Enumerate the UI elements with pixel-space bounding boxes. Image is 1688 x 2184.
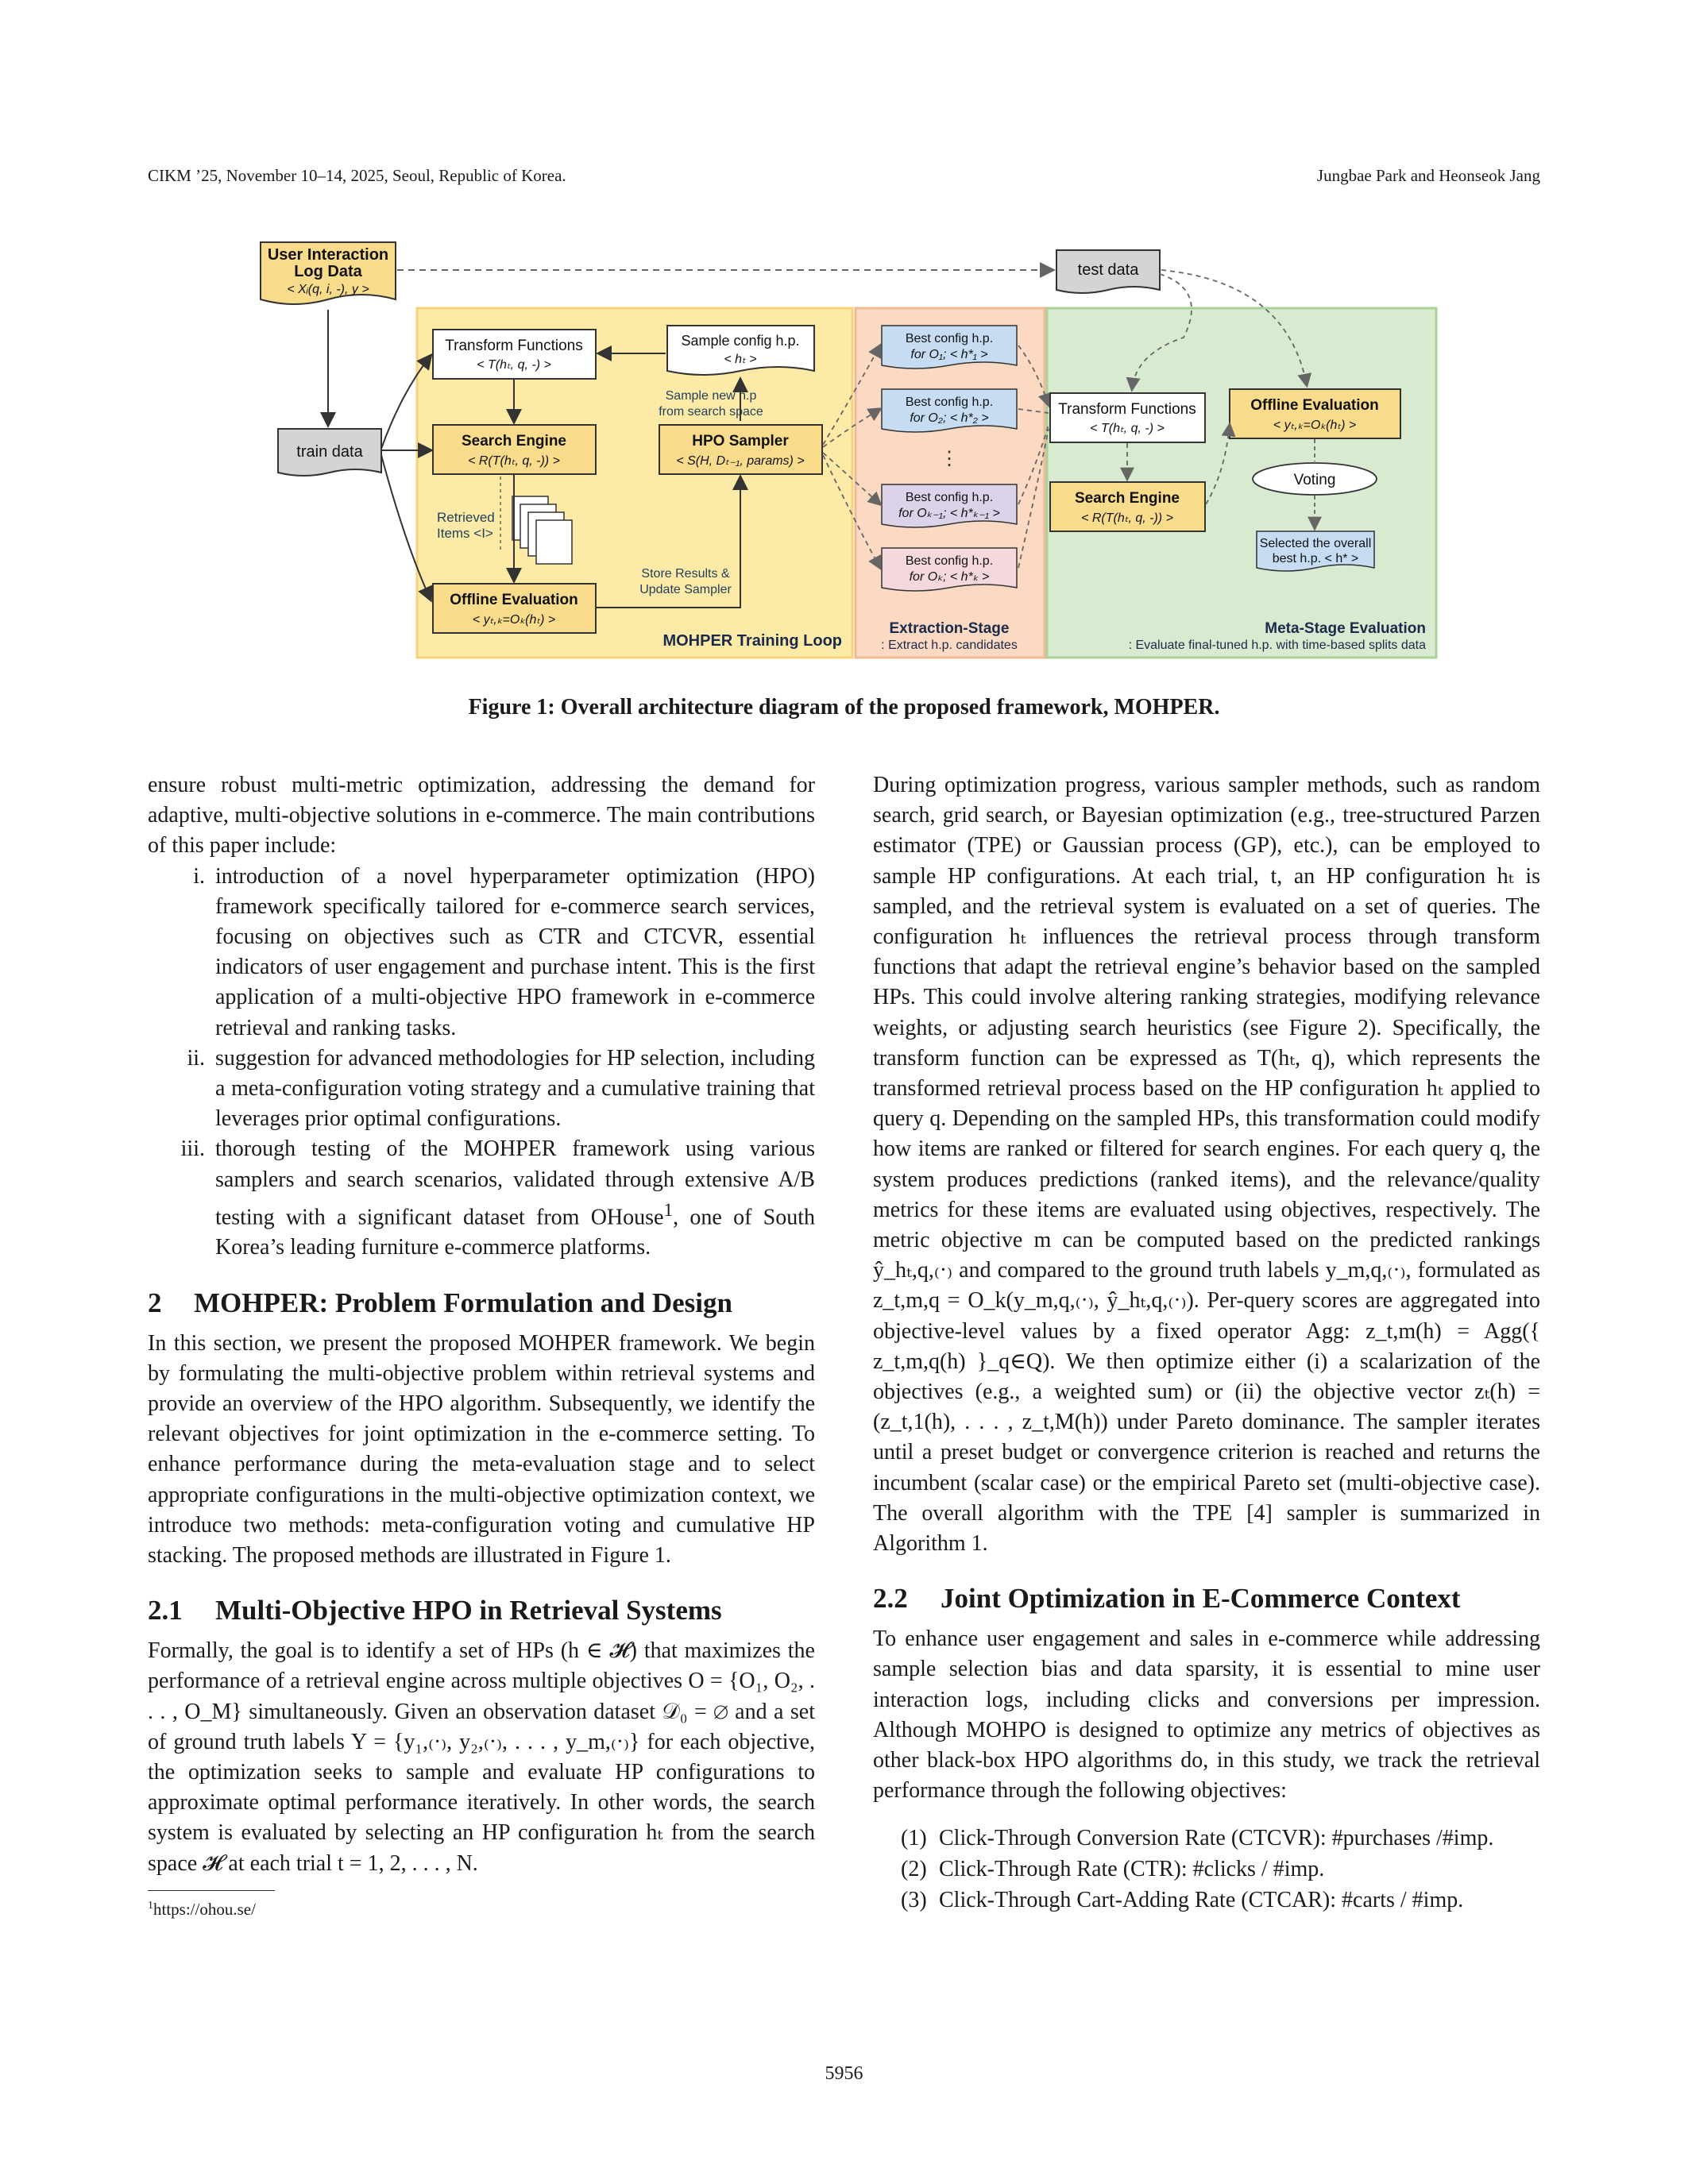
list-item: (2)Click-Through Rate (CTR): #clicks / #… [901, 1856, 1325, 1881]
svg-text:< R(T(hₜ, q, -)) >: < R(T(hₜ, q, -)) > [1081, 511, 1173, 525]
joint-optimization-paragraph: To enhance user engagement and sales in … [873, 1626, 1540, 1804]
train-data-node: train data [277, 428, 382, 477]
svg-text:Selected the overall: Selected the overall [1260, 537, 1372, 550]
svg-text:Sample config h.p.: Sample config h.p. [681, 333, 799, 349]
svg-text:for Oₖ; < h*ₖ >: for Oₖ; < h*ₖ > [910, 570, 990, 584]
sample-config-node: Sample config h.p. < hₜ > [666, 325, 815, 376]
svg-text:test data: test data [1078, 261, 1140, 279]
svg-text:train data: train data [296, 443, 363, 461]
list-item: i.introduction of a novel hyperparameter… [193, 863, 815, 1040]
right-column: During optimization progress, various sa… [873, 770, 1540, 1916]
svg-text:Meta-Stage Evaluation: Meta-Stage Evaluation [1265, 620, 1426, 637]
voting-node: Voting [1252, 462, 1377, 496]
footnote-link[interactable]: https://ohou.se/ [153, 1899, 256, 1919]
svg-text:for O₁; < h*₁ >: for O₁; < h*₁ > [910, 348, 987, 361]
svg-text:best h.p. < h* >: best h.p. < h* > [1273, 552, 1359, 565]
svg-text:Best config h.p.: Best config h.p. [906, 332, 993, 345]
footnote-marker[interactable]: 1 [663, 1199, 674, 1221]
svg-text:< S(H, Dₜ₋₁, params) >: < S(H, Dₜ₋₁, params) > [676, 454, 804, 468]
section-paragraph: In this section, we present the proposed… [148, 1330, 815, 1568]
svg-text:for Oₖ₋₁; < h*ₖ₋₁ >: for Oₖ₋₁; < h*ₖ₋₁ > [898, 507, 1000, 520]
svg-text:Retrieved: Retrieved [437, 510, 495, 525]
svg-text:< T(hₜ, q, -) >: < T(hₜ, q, -) > [477, 358, 551, 372]
best-config-box-3: Best config h.p. for Oₖ₋₁; < h*ₖ₋₁ > [881, 484, 1018, 528]
running-header-authors: Jungbae Park and Heonseok Jang [1316, 166, 1540, 185]
svg-text:Best config h.p.: Best config h.p. [906, 554, 993, 568]
svg-text:: Extract h.p. candidates: : Extract h.p. candidates [881, 639, 1018, 652]
svg-text:Store Results &: Store Results & [641, 567, 729, 581]
intro-paragraph: ensure robust multi-metric optimization,… [148, 773, 815, 859]
svg-text:Extraction-Stage: Extraction-Stage [890, 620, 1010, 637]
svg-text:Voting: Voting [1294, 472, 1336, 488]
retrieved-items-stack [512, 496, 573, 565]
svg-text:for O₂; < h*₂ >: for O₂; < h*₂ > [910, 411, 988, 425]
objectives-list: (1)Click-Through Conversion Rate (CTCVR)… [873, 1823, 1540, 1916]
svg-text:Transform Functions: Transform Functions [1058, 401, 1196, 418]
svg-text:Log Data: Log Data [294, 263, 362, 280]
svg-text:Best config h.p.: Best config h.p. [906, 491, 993, 504]
architecture-figure: User Interaction Log Data < Xᵢ(q, i, -),… [254, 234, 1446, 667]
svg-text:Search Engine: Search Engine [1075, 490, 1180, 507]
svg-text:Transform Functions: Transform Functions [445, 338, 583, 354]
figure-caption: Figure 1: Overall architecture diagram o… [468, 695, 1220, 720]
best-config-box-1: Best config h.p. for O₁; < h*₁ > [881, 325, 1018, 369]
svg-text:Update Sampler: Update Sampler [639, 583, 732, 596]
hpo-sampler-box: HPO Sampler < S(H, Dₜ₋₁, params) > [659, 424, 823, 475]
svg-text:< Xᵢ(q, i, -), y >: < Xᵢ(q, i, -), y > [287, 283, 369, 296]
svg-text:< R(T(hₜ, q, -)) >: < R(T(hₜ, q, -)) > [468, 454, 560, 468]
best-config-box-2: Best config h.p. for O₂; < h*₂ > [881, 388, 1018, 433]
svg-text:HPO Sampler: HPO Sampler [692, 433, 789, 450]
svg-text:Offline Evaluation: Offline Evaluation [1250, 397, 1379, 414]
running-header-venue: CIKM ’25, November 10–14, 2025, Seoul, R… [148, 166, 566, 185]
optimization-paragraph: During optimization progress, various sa… [873, 773, 1540, 1557]
search-engine-box: Search Engine < R(T(hₜ, q, -)) > [432, 424, 597, 475]
user-log-data-node: User Interaction Log Data < Xᵢ(q, i, -),… [260, 241, 396, 305]
contributions-list: i.introduction of a novel hyperparameter… [148, 862, 815, 1264]
svg-text:Offline Evaluation: Offline Evaluation [450, 592, 578, 608]
svg-text:Sample new h.p: Sample new h.p [666, 389, 757, 403]
formal-paragraph: Formally, the goal is to identify a set … [148, 1638, 815, 1876]
test-data-node: test data [1056, 249, 1161, 294]
meta-offline-evaluation-box: Offline Evaluation < yₜ,ₖ=Oₖ(hₜ) > [1229, 388, 1401, 439]
svg-text:: Evaluate final-tuned h.p. wi: : Evaluate final-tuned h.p. with time-ba… [1129, 639, 1427, 652]
svg-text:Best config h.p.: Best config h.p. [906, 396, 993, 409]
page-number: 5956 [825, 2063, 863, 2084]
footnote: 1https://ohou.se/ [148, 1899, 256, 1919]
best-config-box-4: Best config h.p. for Oₖ; < h*ₖ > [881, 547, 1018, 592]
meta-transform-functions-box: Transform Functions < T(hₜ, q, -) > [1049, 392, 1206, 443]
list-item: (3)Click-Through Cart-Adding Rate (CTCAR… [901, 1887, 1464, 1912]
list-item: iii.thorough testing of the MOHPER frame… [180, 1136, 815, 1260]
svg-text:MOHPER Training Loop: MOHPER Training Loop [662, 632, 842, 650]
list-item: ii.suggestion for advanced methodologies… [187, 1045, 815, 1132]
svg-text:Items <I>: Items <I> [437, 526, 493, 541]
footnote-rule [148, 1889, 275, 1891]
svg-text:Search Engine: Search Engine [462, 433, 566, 450]
meta-search-engine-box: Search Engine < R(T(hₜ, q, -)) > [1049, 481, 1206, 532]
list-item: (1)Click-Through Conversion Rate (CTCVR)… [901, 1825, 1494, 1850]
svg-text:⋮: ⋮ [940, 448, 959, 469]
offline-evaluation-box: Offline Evaluation < yₜ,ₖ=Oₖ(hₜ) > [432, 583, 597, 634]
svg-text:from search space: from search space [659, 405, 763, 419]
svg-text:< yₜ,ₖ=Oₖ(hₜ) >: < yₜ,ₖ=Oₖ(hₜ) > [473, 613, 555, 627]
svg-text:< yₜ,ₖ=Oₖ(hₜ) >: < yₜ,ₖ=Oₖ(hₜ) > [1273, 419, 1356, 432]
transform-functions-box: Transform Functions < T(hₜ, q, -) > [432, 329, 597, 380]
svg-text:User Interaction: User Interaction [268, 246, 388, 264]
selected-best-node: Selected the overall best h.p. < h* > [1256, 531, 1375, 572]
svg-text:< hₜ >: < hₜ > [724, 353, 756, 366]
svg-text:< T(hₜ, q, -) >: < T(hₜ, q, -) > [1090, 422, 1165, 435]
left-column: ensure robust multi-metric optimization,… [148, 770, 815, 1921]
